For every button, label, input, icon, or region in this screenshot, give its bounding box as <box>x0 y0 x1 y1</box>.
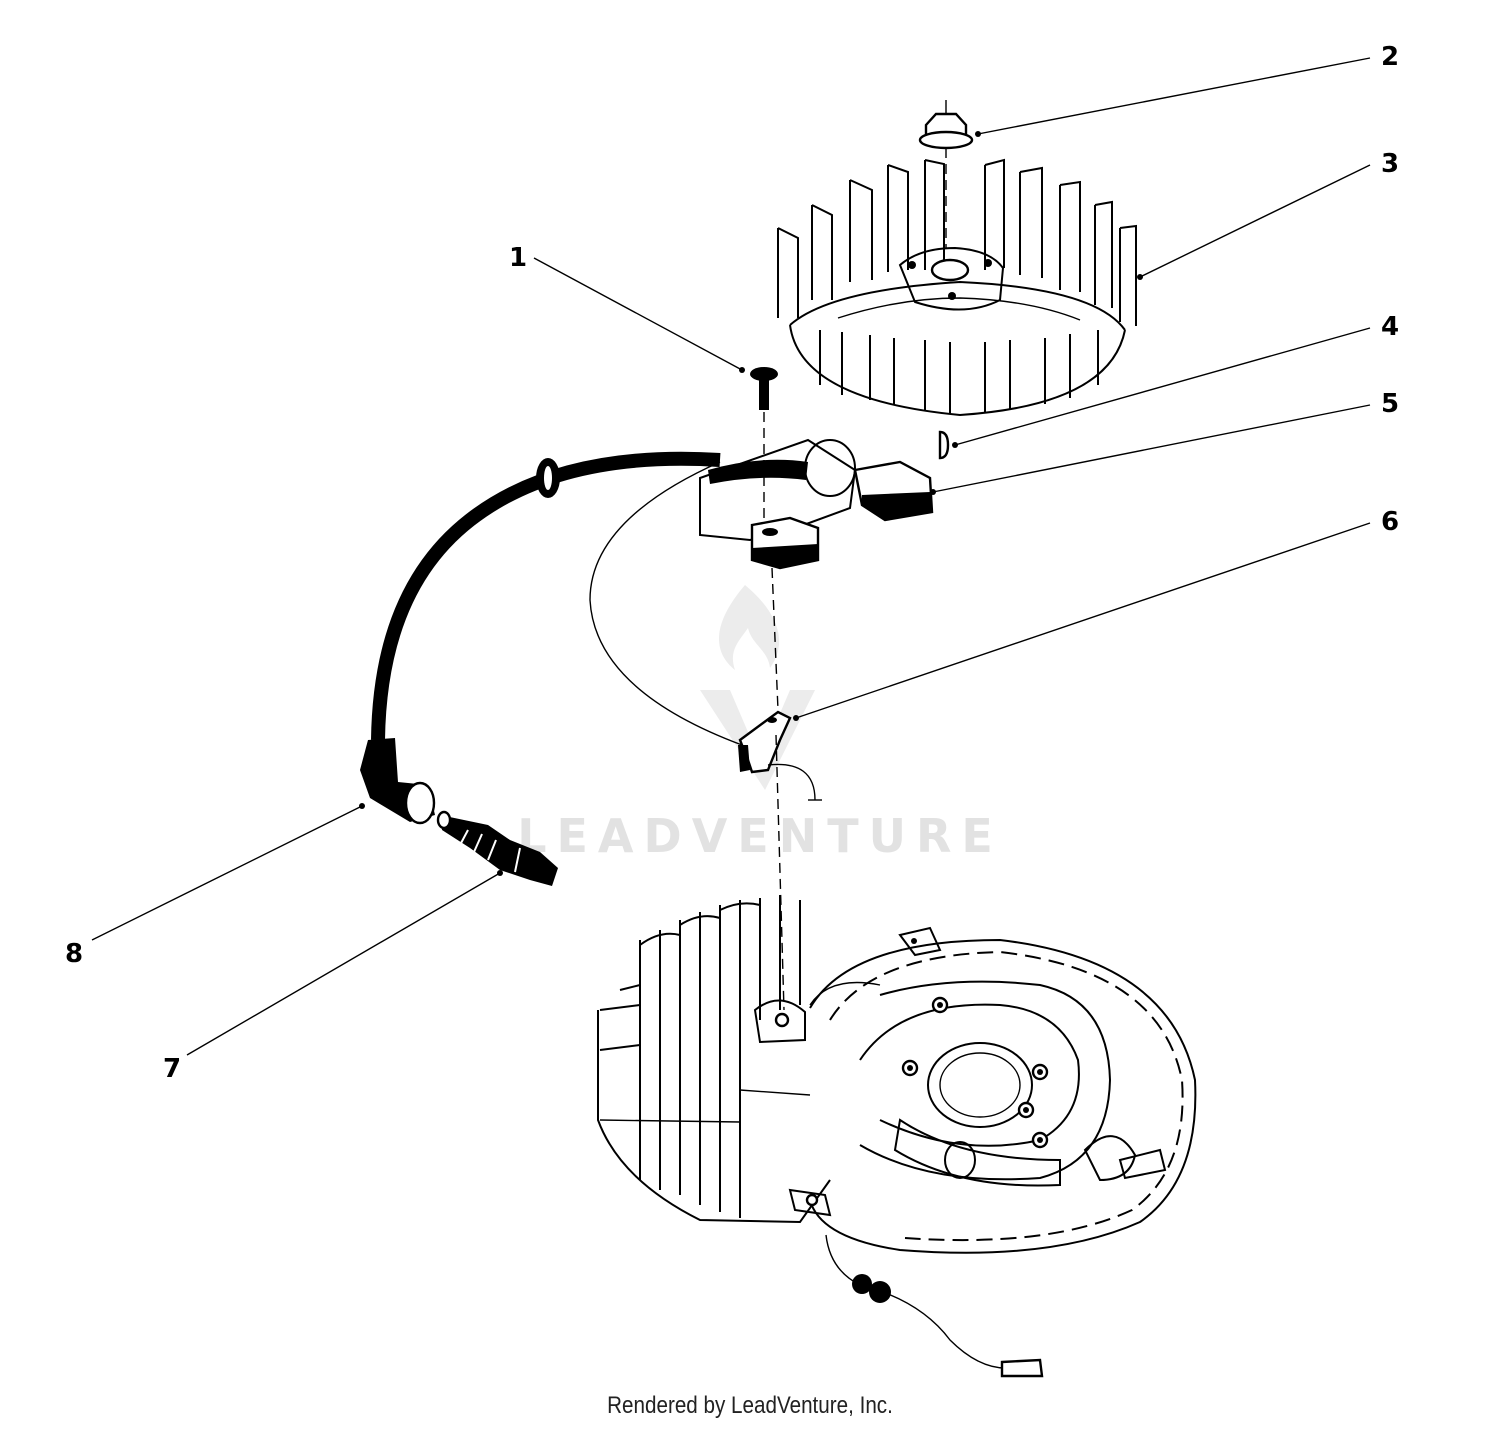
callout-2: 2 <box>1381 42 1399 72</box>
spark-plug <box>436 810 558 886</box>
leader-line-2 <box>977 57 1371 135</box>
flywheel-fins <box>777 158 1137 414</box>
callout-6: 6 <box>1381 507 1399 537</box>
leader-lines <box>91 57 1371 1056</box>
watermark-flame-logo <box>718 585 780 670</box>
leader-line-4 <box>954 327 1371 446</box>
leader-line-5 <box>932 404 1371 493</box>
flywheel-key <box>938 430 950 460</box>
ignition-module <box>699 438 934 711</box>
spark-plug-lead <box>360 451 721 825</box>
flywheel <box>777 158 1137 417</box>
render-credit: Rendered by LeadVenture, Inc. <box>607 1392 893 1419</box>
callout-5: 5 <box>1381 389 1399 419</box>
leader-line-1 <box>533 257 743 371</box>
callout-4: 4 <box>1381 312 1399 342</box>
engine-block <box>597 895 1197 1254</box>
callout-7: 7 <box>163 1054 181 1084</box>
flywheel-nut <box>918 100 974 248</box>
callout-8: 8 <box>65 939 83 969</box>
stop-wire <box>825 1234 1044 1378</box>
leader-line-3 <box>1139 164 1371 278</box>
watermark-text: LEADVENTURE <box>517 809 1003 863</box>
cylinder-fins <box>599 895 801 1218</box>
mounting-screw <box>750 367 778 530</box>
callout-numbers: 1 2 3 4 5 6 7 8 <box>65 42 1399 1084</box>
leader-line-8 <box>91 805 363 941</box>
ground-wire-and-clip <box>589 461 822 1011</box>
callout-1: 1 <box>509 243 527 273</box>
callout-3: 3 <box>1381 149 1399 179</box>
leader-line-6 <box>795 522 1371 719</box>
leader-line-7 <box>186 872 501 1056</box>
